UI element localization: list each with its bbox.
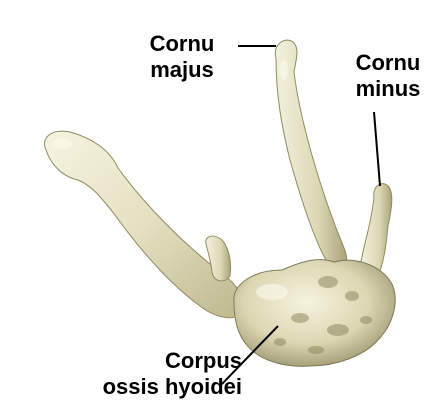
label-cornu-minus: Cornu minus bbox=[342, 50, 434, 102]
label-corpus-ossis-hyoidei: Corpus ossis hyoidei bbox=[30, 348, 242, 400]
label-corpus-line1: Corpus bbox=[30, 348, 242, 374]
label-cornu-minus-line1: Cornu bbox=[342, 50, 434, 76]
label-cornu-majus: Cornu majus bbox=[136, 31, 228, 83]
label-cornu-majus-line2: majus bbox=[136, 57, 228, 83]
leader-cornu-minus bbox=[374, 112, 380, 186]
label-cornu-majus-line1: Cornu bbox=[136, 31, 228, 57]
cornu-majus-left bbox=[44, 131, 245, 318]
label-cornu-minus-line2: minus bbox=[342, 76, 434, 102]
label-corpus-line2: ossis hyoidei bbox=[30, 374, 242, 400]
